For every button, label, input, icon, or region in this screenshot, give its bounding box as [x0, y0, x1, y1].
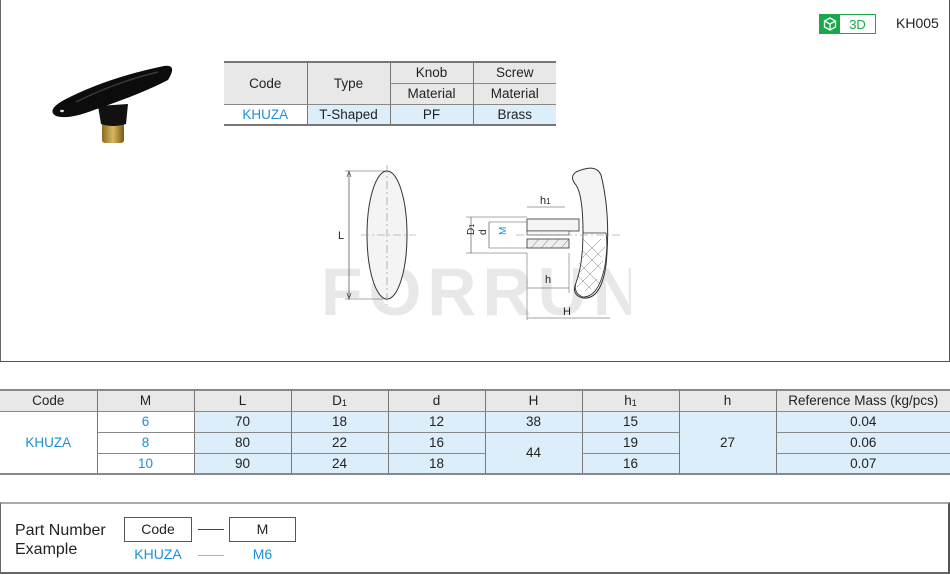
header-knob: Knob: [389, 61, 473, 84]
svg-text:h1: h1: [540, 195, 551, 207]
separator-dash: [198, 529, 224, 530]
part-number-example-panel: Part Number Example Code M KHUZA M6: [0, 502, 950, 574]
m-cell[interactable]: 8: [96, 432, 194, 454]
l-cell: 90: [193, 453, 291, 475]
H-cell: 44: [484, 432, 582, 475]
table-row: 10 90 24 18 16 0.07: [0, 453, 950, 475]
mass-cell: 0.04: [775, 411, 950, 433]
mass-cell: 0.06: [775, 432, 950, 454]
h1-cell: 19: [581, 432, 679, 454]
svg-text:M: M: [498, 227, 509, 235]
d1-cell: 18: [290, 411, 388, 433]
col-code: Code: [0, 389, 97, 412]
m-cell[interactable]: 6: [96, 411, 194, 433]
title-line-2: Example: [15, 541, 78, 558]
l-cell: 80: [193, 432, 291, 454]
title-line-1: Part Number: [15, 522, 106, 539]
knob-material-value: PF: [389, 104, 473, 126]
spec-header-row: Code M L D1 d H h1 h Reference Mass (kg/…: [0, 389, 950, 412]
d-cell: 18: [387, 453, 485, 475]
m-cell[interactable]: 10: [96, 453, 194, 475]
cube-icon: [820, 15, 840, 33]
col-m: M: [96, 389, 194, 412]
l-cell: 70: [193, 411, 291, 433]
example-code: KHUZA: [134, 546, 182, 562]
svg-text:H: H: [563, 306, 571, 318]
col-l: L: [193, 389, 291, 412]
d1-cell: 24: [290, 453, 388, 475]
H-cell: 38: [484, 411, 582, 433]
code-box: Code: [124, 517, 192, 542]
mass-cell: 0.07: [775, 453, 950, 475]
col-h: h: [678, 389, 776, 412]
product-code: KH005: [896, 15, 939, 31]
product-info-table: Code Type Knob Screw Material Material K…: [224, 61, 556, 126]
col-mass: Reference Mass (kg/pcs): [775, 389, 950, 412]
technical-drawing: FORRUN L h1 D1: [321, 165, 631, 330]
product-photo: [52, 65, 173, 143]
part-number-title: Part Number Example: [15, 521, 106, 559]
table-row: KHUZA 6 70 18 12 38 15 27 0.04: [0, 411, 950, 475]
header-screw-material: Material: [472, 83, 556, 105]
table-row: 8 80 22 16 44 19 0.06: [0, 432, 950, 475]
specification-table: Code M L D1 d H h1 h Reference Mass (kg/…: [0, 389, 950, 475]
product-overview-panel: 3D KH005 Code Type Knob Screw Material M…: [0, 0, 950, 362]
header-screw: Screw: [472, 61, 556, 84]
example-separator: [198, 555, 224, 556]
h1-cell: 15: [581, 411, 679, 433]
type-value: T-Shaped: [306, 104, 390, 126]
h-cell: 27: [678, 411, 776, 475]
col-d: d: [387, 389, 485, 412]
code-cell[interactable]: KHUZA: [0, 411, 97, 475]
col-d1: D1: [290, 389, 388, 412]
svg-text:d: d: [478, 229, 489, 235]
d1-cell: 22: [290, 432, 388, 454]
header-knob-material: Material: [389, 83, 473, 105]
h1-cell: 16: [581, 453, 679, 475]
svg-text:D1: D1: [466, 224, 477, 235]
svg-text:L: L: [338, 230, 344, 242]
3d-model-button[interactable]: 3D: [819, 14, 876, 34]
3d-label: 3D: [849, 16, 866, 32]
d-cell: 12: [387, 411, 485, 433]
header-type: Type: [306, 61, 390, 105]
m-box: M: [229, 517, 296, 542]
product-code-link[interactable]: KHUZA: [224, 104, 307, 126]
example-m: M6: [252, 546, 273, 562]
screw-material-value: Brass: [472, 104, 556, 126]
header-code: Code: [224, 61, 307, 105]
svg-text:h: h: [545, 274, 551, 286]
col-H: H: [484, 389, 582, 412]
col-h1: h1: [581, 389, 679, 412]
d-cell: 16: [387, 432, 485, 454]
